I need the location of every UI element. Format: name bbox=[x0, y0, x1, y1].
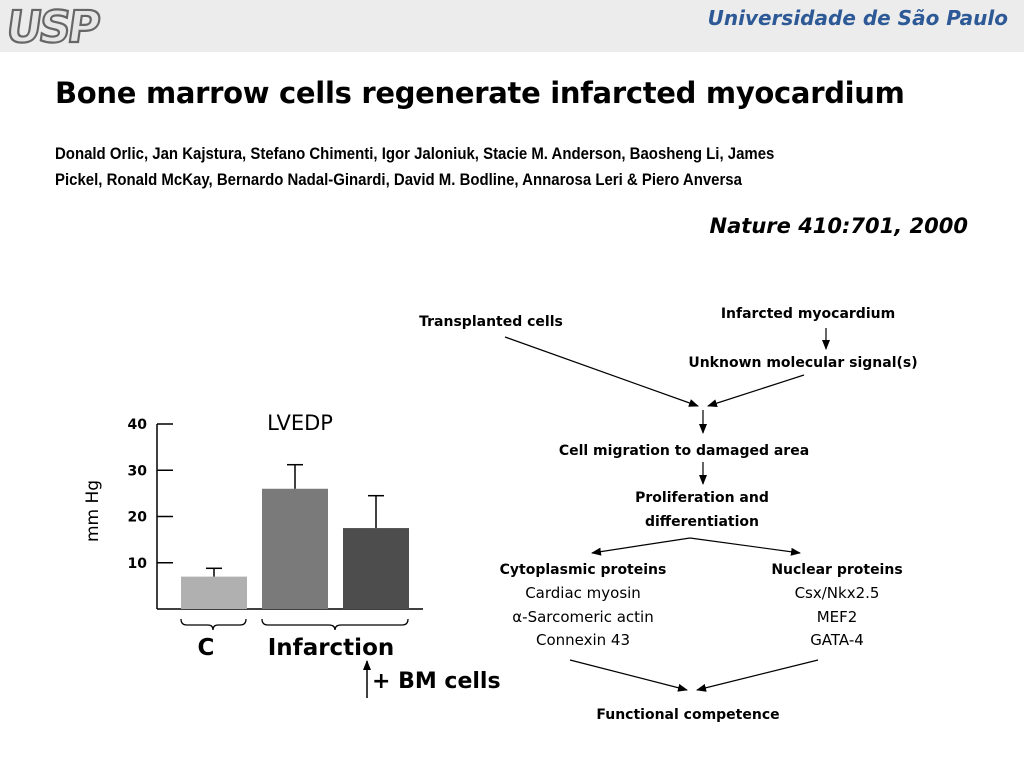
author-list: Donald Orlic, Jan Kajstura, Stefano Chim… bbox=[55, 141, 865, 193]
node-proliferation-line2: differentiation bbox=[645, 514, 759, 530]
y-ticks: 10 20 30 40 bbox=[128, 417, 173, 572]
author-line-1: Donald Orlic, Jan Kajstura, Stefano Chim… bbox=[55, 144, 775, 163]
usp-logo-text: USP bbox=[3, 2, 102, 48]
bar bbox=[343, 528, 409, 609]
chart-title: LVEDP bbox=[267, 411, 333, 435]
slide-title: Bone marrow cells regenerate infarcted m… bbox=[55, 76, 905, 110]
y-axis-label: mm Hg bbox=[83, 480, 103, 542]
author-line-2: Pickel, Ronald McKay, Bernardo Nadal-Gin… bbox=[55, 170, 742, 189]
nuclear-title: Nuclear proteins bbox=[771, 562, 902, 578]
arrow-to-nuclear bbox=[689, 537, 801, 556]
cytoplasmic-item: Cardiac myosin bbox=[525, 584, 641, 602]
node-molecular-signal: Unknown molecular signal(s) bbox=[688, 355, 917, 371]
mechanism-flowchart: Transplanted cells Infarcted myocardium … bbox=[419, 306, 918, 723]
nuclear-item: Csx/Nkx2.5 bbox=[795, 584, 880, 602]
y-tick-label: 40 bbox=[128, 417, 148, 433]
node-transplanted-cells: Transplanted cells bbox=[419, 314, 563, 330]
arrow-transplanted-to-center bbox=[504, 336, 699, 407]
arrow-to-cytoplasmic bbox=[591, 537, 691, 556]
y-tick-label: 30 bbox=[128, 463, 148, 479]
bracket-control bbox=[180, 618, 247, 631]
y-tick-label: 10 bbox=[128, 556, 148, 572]
journal-citation: Nature 410:701, 2000 bbox=[709, 214, 968, 238]
usp-logo: USP bbox=[2, 2, 103, 48]
arrow-nuclear-to-functional bbox=[696, 659, 819, 692]
university-name: Universidade de São Paulo bbox=[707, 6, 1008, 30]
nuclear-item: GATA-4 bbox=[810, 631, 864, 649]
lvedp-chart: LVEDP mm Hg 10 20 30 40 C Infarction + BM c… bbox=[83, 411, 501, 698]
node-cell-migration: Cell migration to damaged area bbox=[559, 443, 809, 459]
bracket-infarction bbox=[261, 618, 409, 631]
arrow-signal-to-center bbox=[707, 374, 805, 408]
header-band: USP Universidade de São Paulo bbox=[0, 0, 1024, 52]
cytoplasmic-item: α-Sarcomeric actin bbox=[512, 608, 653, 626]
group-label-infarction: Infarction bbox=[268, 635, 395, 661]
group-label-control: C bbox=[198, 635, 215, 661]
node-functional-competence: Functional competence bbox=[596, 707, 779, 723]
node-infarcted-myocardium: Infarcted myocardium bbox=[721, 306, 895, 322]
y-tick-label: 20 bbox=[128, 510, 148, 526]
bars bbox=[181, 463, 409, 609]
bm-cells-annotation: + BM cells bbox=[372, 669, 501, 694]
bar bbox=[262, 488, 328, 609]
nuclear-item: MEF2 bbox=[817, 608, 858, 626]
node-proliferation-line1: Proliferation and bbox=[635, 490, 769, 506]
bar bbox=[181, 576, 247, 609]
cytoplasmic-title: Cytoplasmic proteins bbox=[500, 562, 667, 578]
cytoplasmic-item: Connexin 43 bbox=[536, 631, 630, 649]
arrow-cytoplasmic-to-functional bbox=[569, 659, 688, 692]
